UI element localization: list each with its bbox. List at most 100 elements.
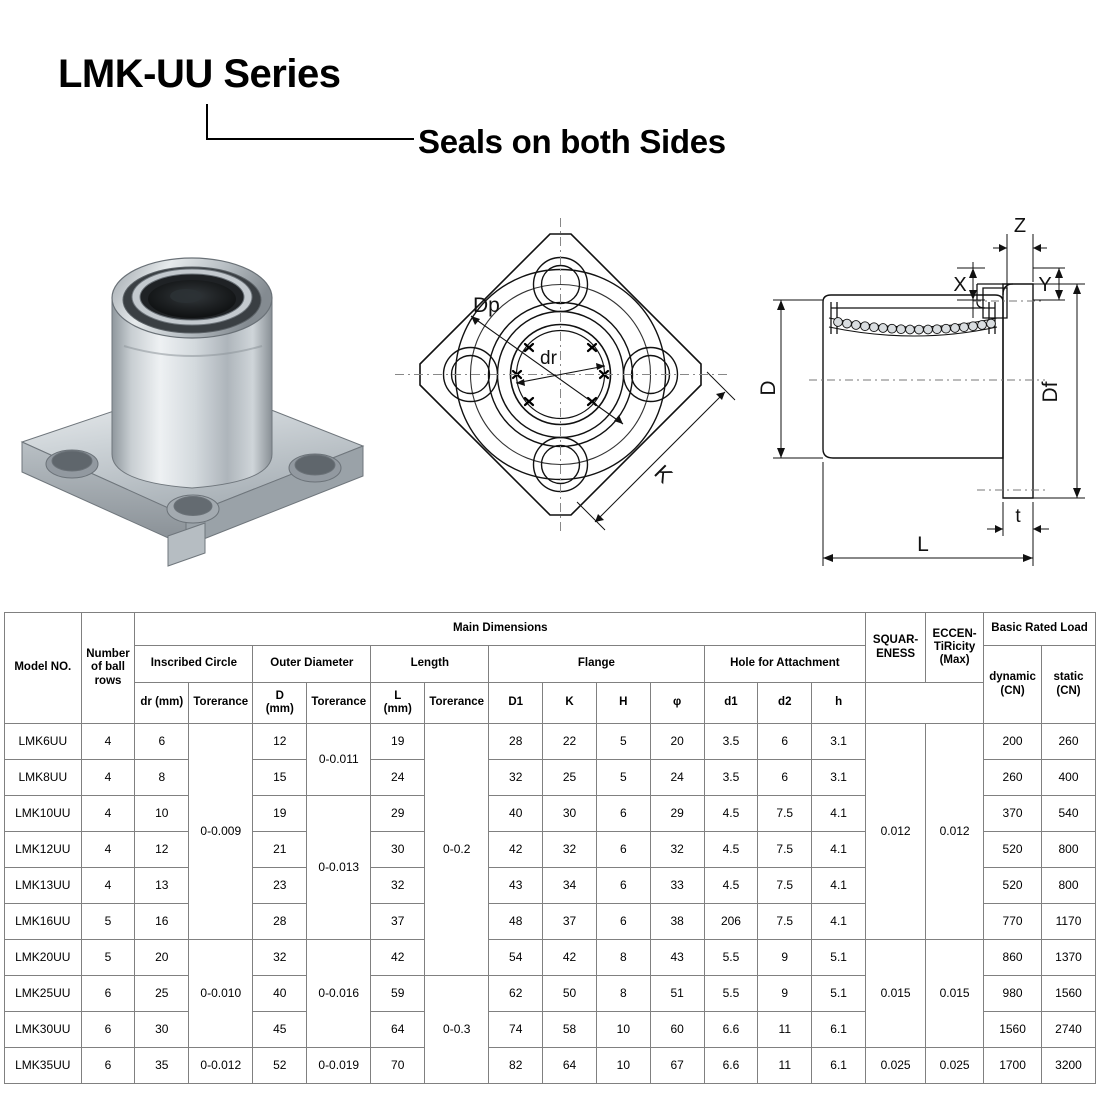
cell-static: 1370 [1041, 939, 1096, 976]
label-x: X [953, 274, 966, 296]
cell-l: 70 [370, 1047, 426, 1084]
cell-static: 800 [1041, 831, 1096, 868]
label-dr: dr [540, 348, 558, 369]
cell-hole-d2: 7.5 [757, 831, 813, 868]
cell-d1: 82 [488, 1047, 544, 1084]
cell-dr: 13 [134, 867, 190, 904]
cell-d: 28 [252, 903, 308, 940]
cell-dynamic: 370 [983, 795, 1043, 832]
cell-dr: 16 [134, 903, 190, 940]
cell-phi: 32 [649, 831, 705, 868]
leader-line-vertical [206, 104, 208, 140]
cell-d: 40 [252, 975, 308, 1012]
cell-k: 58 [542, 1011, 597, 1048]
cell-dr: 6 [134, 723, 190, 760]
cell-hole-d2: 11 [757, 1011, 813, 1048]
cell-d: 52 [252, 1047, 308, 1084]
squareness-line2: ENESS [876, 647, 916, 660]
cell-l: 24 [370, 759, 426, 796]
col-d1: D1 [488, 682, 544, 724]
cell-l: 59 [370, 975, 426, 1012]
col-static: static (CN) [1041, 645, 1096, 724]
cell-phi: 51 [649, 975, 705, 1012]
group-outer-diameter: Outer Diameter [252, 645, 372, 683]
specifications-table: Model NO. Number of ball rows Main Dimen… [4, 612, 1096, 1084]
label-y: Y [1038, 274, 1051, 296]
cell-d: 23 [252, 867, 308, 904]
table-header-row-3: dr (mm) Torerance D (mm) Torerance L (mm… [5, 682, 1096, 724]
cell-dynamic: 200 [983, 723, 1043, 760]
col-hole-d2: d2 [757, 682, 813, 724]
cell-ball-rows: 6 [80, 1011, 136, 1048]
cell-hole-h: 6.1 [811, 1011, 867, 1048]
cell-static: 3200 [1041, 1047, 1096, 1084]
cell-hole-d1: 5.5 [703, 939, 759, 976]
cell-k: 25 [542, 759, 597, 796]
cell-hole-h: 6.1 [811, 1047, 867, 1084]
cell-d1: 54 [488, 939, 544, 976]
cell-hole-d1: 4.5 [703, 867, 759, 904]
cell-h: 8 [595, 975, 651, 1012]
cell-l: 42 [370, 939, 426, 976]
cell-h: 6 [595, 903, 651, 940]
cell-dynamic: 1560 [983, 1011, 1043, 1048]
cell-dynamic: 770 [983, 903, 1043, 940]
table-header-row-2: Inscribed Circle Outer Diameter Length F… [5, 645, 1096, 724]
cell-ball-rows: 5 [80, 939, 136, 976]
cell-k: 34 [542, 867, 597, 904]
product-photo [0, 196, 385, 608]
cell-eccentricity: 0.012 [925, 723, 985, 940]
cell-phi: 67 [649, 1047, 705, 1084]
cell-d: 21 [252, 831, 308, 868]
page-subtitle: Seals on both Sides [418, 123, 726, 160]
cell-hole-d2: 7.5 [757, 867, 813, 904]
cell-h: 6 [595, 867, 651, 904]
cell-d-tolerance: 0-0.019 [306, 1047, 372, 1084]
cell-l: 30 [370, 831, 426, 868]
cell-dr: 10 [134, 795, 190, 832]
cell-hole-h: 3.1 [811, 723, 867, 760]
col-eccentricity: ECCEN- TiRicity (Max) [925, 612, 985, 683]
ball-rows-line2: of ball [91, 661, 125, 674]
cell-d1: 28 [488, 723, 544, 760]
page-title: LMK-UU Series [58, 52, 341, 96]
cell-dr: 12 [134, 831, 190, 868]
dynamic-line2: (CN) [1000, 684, 1025, 697]
col-dr: dr (mm) [134, 682, 190, 724]
cell-k: 30 [542, 795, 597, 832]
cell-ball-rows: 4 [80, 867, 136, 904]
cell-ball-rows: 6 [80, 1047, 136, 1084]
cell-squareness: 0.015 [865, 939, 927, 1048]
cell-model: LMK13UU [4, 867, 82, 904]
cell-h: 6 [595, 831, 651, 868]
cell-dynamic: 520 [983, 831, 1043, 868]
cell-hole-h: 4.1 [811, 831, 867, 868]
cell-model: LMK35UU [4, 1047, 82, 1084]
cell-ball-rows: 4 [80, 759, 136, 796]
cell-static: 2740 [1041, 1011, 1096, 1048]
l-line1: L [394, 689, 402, 702]
cell-hole-h: 4.1 [811, 867, 867, 904]
cell-h: 10 [595, 1047, 651, 1084]
group-main-dimensions: Main Dimensions [134, 612, 867, 646]
table-header-row-1: Model NO. Number of ball rows Main Dimen… [4, 612, 1096, 724]
cell-k: 64 [542, 1047, 597, 1084]
cell-model: LMK6UU [4, 723, 82, 760]
group-flange: Flange [488, 645, 705, 683]
cell-d-tolerance: 0-0.016 [306, 939, 372, 1048]
cell-model: LMK20UU [4, 939, 82, 976]
cell-hole-d2: 7.5 [757, 903, 813, 940]
cell-hole-d1: 4.5 [703, 831, 759, 868]
cell-d: 12 [252, 723, 308, 760]
cell-d1: 42 [488, 831, 544, 868]
cell-hole-d2: 11 [757, 1047, 813, 1084]
cell-hole-d1: 206 [703, 903, 759, 940]
cell-dynamic: 860 [983, 939, 1043, 976]
ball-rows-line1: Number [86, 648, 130, 661]
label-dp: Dp [473, 294, 500, 317]
cell-model: LMK10UU [4, 795, 82, 832]
